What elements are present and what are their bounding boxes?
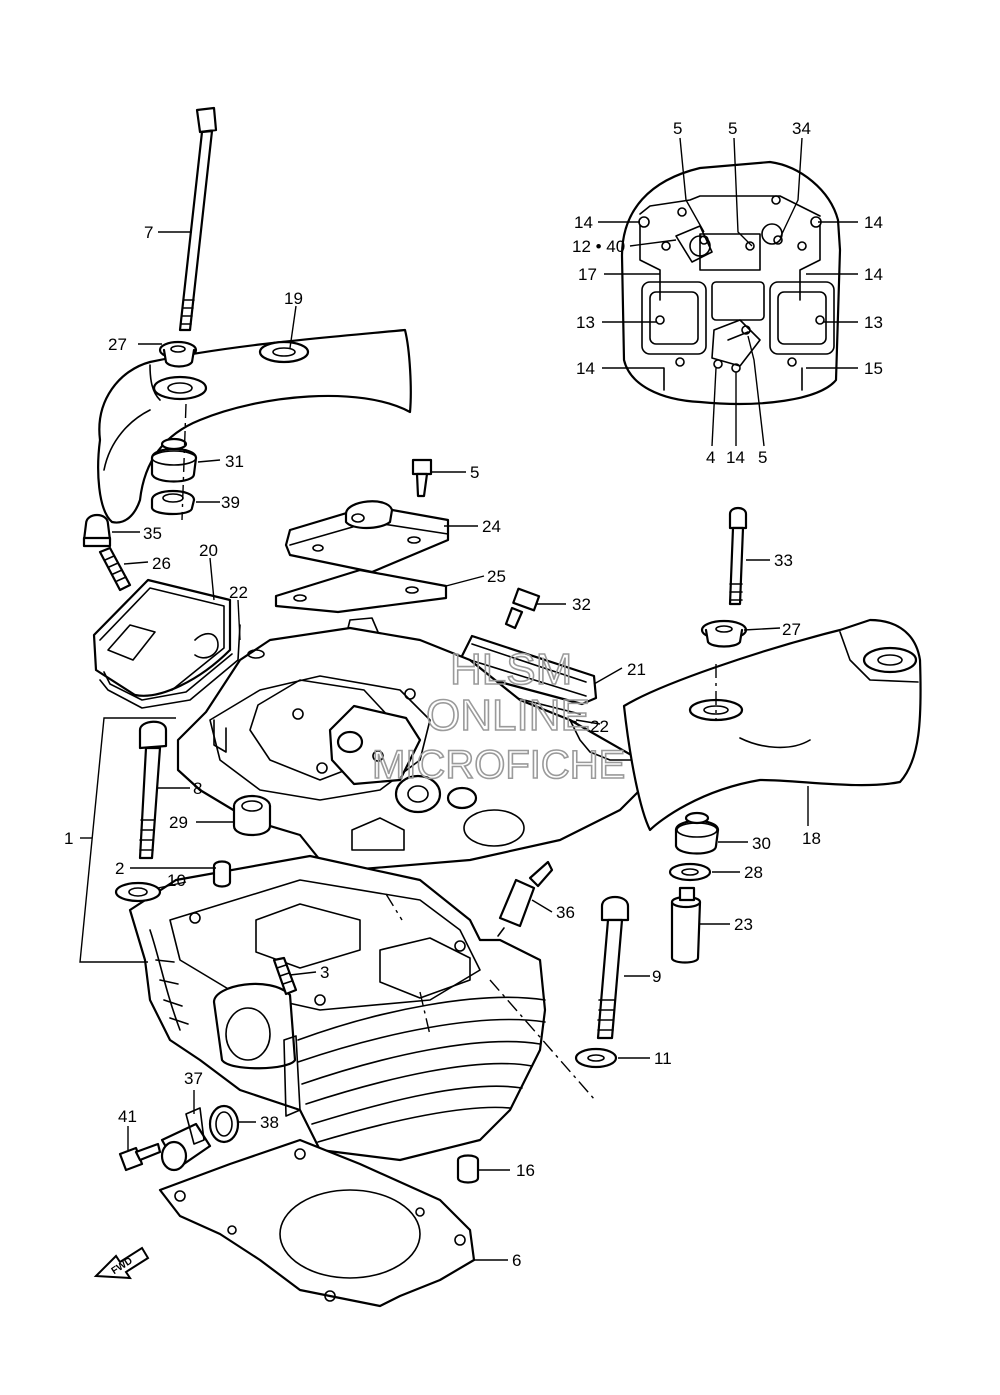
part-9-bolt	[596, 895, 630, 1040]
label-37: 37	[184, 1069, 203, 1088]
label-35: 35	[143, 524, 162, 543]
label-1: 1	[64, 829, 73, 848]
label-31: 31	[225, 452, 244, 471]
label-16: 16	[516, 1161, 535, 1180]
label-13-a: 13	[576, 313, 595, 332]
label-28: 28	[744, 863, 763, 882]
part-10-washer	[114, 881, 162, 903]
part-1-cylinder-head	[128, 617, 652, 1162]
label-32: 32	[572, 595, 591, 614]
label-5-inset-c: 5	[758, 448, 767, 467]
label-21: 21	[627, 660, 646, 679]
label-29: 29	[169, 813, 188, 832]
label-14-a: 14	[574, 213, 593, 232]
label-14-e: 14	[726, 448, 745, 467]
label-20: 20	[199, 541, 218, 560]
part-27-grommet-right	[700, 619, 748, 648]
label-38: 38	[260, 1113, 279, 1132]
part-26-stud	[98, 546, 132, 592]
part-29-seal	[232, 794, 272, 837]
part-18-right-cover	[622, 618, 922, 832]
part-20-breather-cover	[92, 578, 232, 697]
part-37-fitting	[160, 1107, 212, 1172]
label-7: 7	[144, 223, 153, 242]
part-5-bolt-top	[411, 458, 433, 498]
label-10: 10	[167, 871, 186, 890]
label-14-c: 14	[864, 265, 883, 284]
label-2: 2	[115, 859, 124, 878]
part-24-plate	[284, 500, 450, 574]
label-24: 24	[482, 517, 501, 536]
label-41: 41	[118, 1107, 137, 1126]
part-16-dowel	[456, 1154, 480, 1184]
part-32-bolt	[504, 587, 541, 630]
label-27-left: 27	[108, 335, 127, 354]
label-15: 15	[864, 359, 883, 378]
part-22-gasket-left	[99, 624, 241, 709]
part-19-left-cover	[97, 328, 412, 524]
label-9: 9	[652, 967, 661, 986]
part-2-dowel	[212, 860, 232, 888]
label-14-d: 14	[576, 359, 595, 378]
label-5-inset-a: 5	[673, 119, 682, 138]
label-4: 4	[706, 448, 715, 467]
watermark-line-3: MICROFICHE	[372, 743, 625, 787]
part-8-bolt	[138, 720, 168, 860]
label-22-right: 22	[590, 717, 609, 736]
part-36-spark-plug	[497, 860, 554, 937]
part-27-grommet-left	[158, 340, 198, 368]
part-23-sleeve	[670, 886, 702, 964]
part-28-washer	[668, 862, 712, 882]
label-14-b: 14	[864, 213, 883, 232]
label-25: 25	[487, 567, 506, 586]
label-11: 11	[654, 1049, 672, 1068]
label-12-40: 12 • 40	[572, 237, 625, 256]
part-35-cap-nut	[82, 513, 112, 548]
part-41-bolt	[118, 1142, 162, 1172]
label-36: 36	[556, 903, 575, 922]
alignment-lines	[181, 403, 717, 1101]
part-labels: 7 19 27 31 39 35 26 20 22 5 24 25 32 21 …	[64, 119, 883, 1270]
label-5-top: 5	[470, 463, 479, 482]
label-30: 30	[752, 834, 771, 853]
watermark-line-1: HLSM	[450, 645, 572, 694]
label-19: 19	[284, 289, 303, 308]
part-11-washer	[574, 1047, 618, 1069]
part-30-grommet	[674, 811, 720, 855]
leader-lines	[79, 137, 858, 1261]
label-13-b: 13	[864, 313, 883, 332]
part-39-washer	[150, 490, 196, 516]
label-33: 33	[774, 551, 793, 570]
label-18: 18	[802, 829, 821, 848]
part-7-bolt	[178, 106, 218, 332]
fwd-arrow-icon: FWD	[93, 1246, 150, 1280]
label-39: 39	[221, 493, 240, 512]
label-6: 6	[512, 1251, 521, 1270]
part-21-cover	[458, 634, 598, 706]
label-8: 8	[193, 779, 202, 798]
label-17: 17	[578, 265, 597, 284]
part-3-stud	[272, 956, 298, 996]
part-6-head-gasket	[158, 1138, 476, 1308]
watermark: HLSM ONLINE MICROFICHE	[371, 644, 626, 788]
part-31-grommet	[150, 437, 198, 483]
part-38-o-ring	[208, 1104, 240, 1144]
label-34: 34	[792, 119, 811, 138]
label-5-inset-b: 5	[728, 119, 737, 138]
label-22-left: 22	[229, 583, 248, 602]
label-3: 3	[320, 963, 329, 982]
label-27-right: 27	[782, 620, 801, 639]
label-23: 23	[734, 915, 753, 934]
label-26: 26	[152, 554, 171, 573]
part-33-bolt	[728, 506, 748, 606]
watermark-line-2: ONLINE	[426, 691, 590, 740]
part-25-gasket	[274, 568, 448, 614]
